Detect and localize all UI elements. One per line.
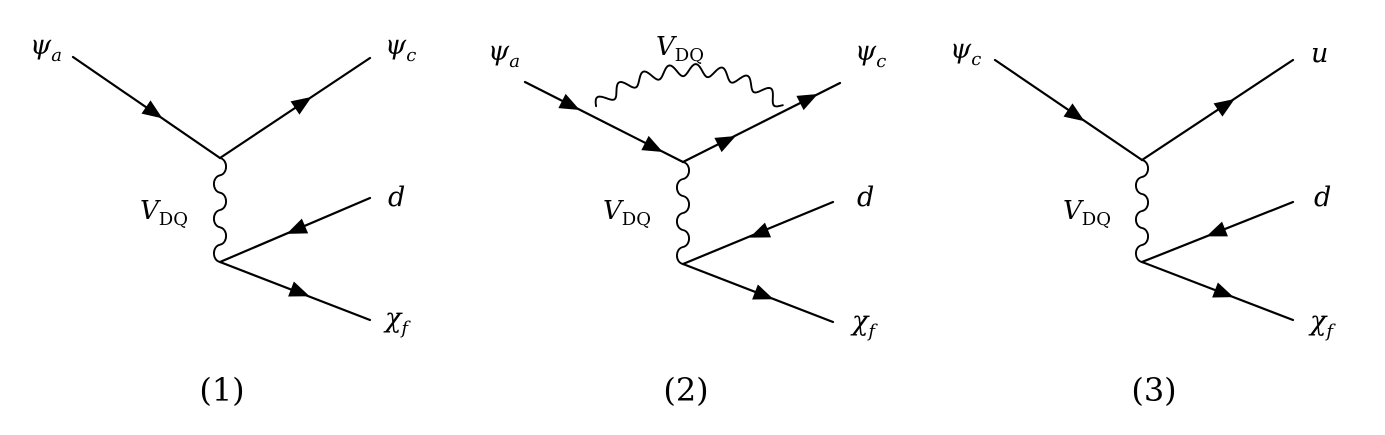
mediator-wavy-line: [675, 161, 691, 265]
mediator-label: VDQ: [140, 196, 188, 230]
loop-mediator-wavy-line: [594, 63, 784, 108]
arrow-icon: [796, 94, 818, 111]
final-particle-label: χf: [850, 306, 878, 342]
diagram-caption: (3): [1131, 371, 1176, 409]
arrow-icon: [141, 100, 163, 119]
arrow-icon: [286, 218, 309, 234]
antiparticle-label: d: [857, 182, 874, 213]
diagram-1: ψa ψc VDQ d χf (1): [30, 30, 416, 409]
mediator-label: VDQ: [1063, 196, 1111, 230]
diagram-caption: (2): [663, 371, 708, 409]
arrow-icon: [752, 284, 774, 300]
arrow-icon: [714, 136, 736, 153]
in-particle-label: ψa: [488, 36, 520, 72]
out-particle-label: u: [1311, 38, 1328, 69]
out-particle-label: ψc: [385, 30, 416, 66]
antiparticle-label: d: [1314, 182, 1331, 213]
antiparticle-label: d: [388, 182, 405, 213]
loop-mediator-label: VDQ: [656, 32, 704, 66]
final-particle-label: χf: [383, 303, 411, 339]
diagram-3: ψc u VDQ d χf (3): [950, 34, 1336, 409]
arrow-icon: [1206, 221, 1228, 237]
arrow-icon: [558, 93, 580, 111]
arrow-icon: [1063, 103, 1085, 122]
in-particle-label: ψa: [30, 30, 62, 66]
diagram-caption: (1): [199, 371, 244, 409]
mediator-wavy-line: [212, 157, 228, 263]
arrow-icon: [641, 135, 663, 153]
outgoing-fermion-line: [1140, 58, 1295, 162]
in-particle-label: ψc: [950, 34, 981, 70]
mediator-wavy-line: [1134, 159, 1150, 263]
arrow-icon: [288, 281, 310, 297]
arrow-icon: [1213, 98, 1235, 117]
mediator-label: VDQ: [603, 196, 651, 230]
arrow-icon: [1212, 282, 1234, 298]
final-particle-label: χf: [1308, 306, 1336, 342]
arrow-icon: [290, 96, 312, 115]
diagram-2: ψa ψc VDQ VDQ d χf (2): [488, 32, 886, 409]
out-particle-label: ψc: [855, 36, 886, 72]
arrow-icon: [749, 222, 772, 238]
